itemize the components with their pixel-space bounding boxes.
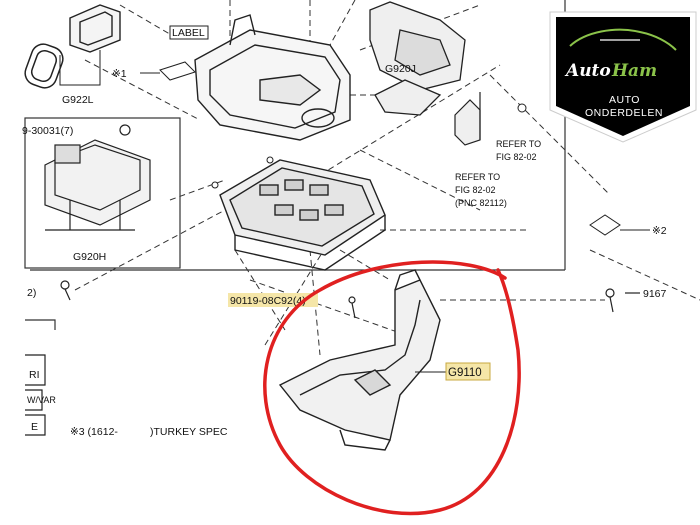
g920h-tray (44, 139, 151, 231)
logo-sub-auto: AUTO (609, 94, 640, 106)
autoham-logo: Auto Ham AUTO ONDERDELEN (549, 11, 697, 143)
legend-ri: RI (29, 369, 40, 381)
part-9167-label: 9167 (643, 288, 667, 300)
car-outline-icon (569, 28, 677, 51)
logo-brand-ham: Ham (611, 61, 657, 81)
legend-wvar: W/VAR (27, 395, 56, 405)
g922l-gasket (24, 43, 64, 89)
legend-e: E (31, 421, 38, 433)
note2-tag (589, 214, 650, 236)
highlight-g9110 (445, 362, 491, 381)
g920j-label: G920J (385, 63, 416, 75)
part-2-label: 2) (27, 287, 36, 299)
bolt-icon (211, 181, 219, 189)
g922l-label: G922L (62, 94, 94, 106)
red-highlight-circle (263, 260, 521, 516)
logo-sub-onderdelen: ONDERDELEN (585, 107, 663, 119)
label-tag-text: LABEL (172, 27, 205, 39)
inverter-assembly (219, 159, 386, 271)
top-left-bracket (69, 4, 121, 53)
turkey-spec-label: )TURKEY SPEC (150, 426, 228, 438)
g920h-label: G920H (73, 251, 106, 263)
cover-housing (194, 14, 351, 141)
g920j-connector (454, 92, 481, 146)
part-90119-label: 90119-08C92(4) (230, 295, 306, 307)
g9110-bracket (278, 269, 441, 451)
g920j-bracket (369, 1, 466, 116)
mid-bolts (60, 280, 640, 319)
logo-brand-auto: Auto (564, 61, 611, 81)
label-tag (140, 25, 209, 81)
part-9-30031-label: 9-30031(7) (22, 125, 73, 137)
highlight-90119 (228, 293, 318, 307)
bolt-icon (517, 103, 527, 113)
g9110-label: G9110 (448, 367, 482, 379)
refer2-line1: REFER TO (455, 172, 500, 182)
bolt-icon (266, 156, 274, 164)
refer1-line1: REFER TO (496, 139, 541, 149)
refer2-line2: FIG 82-02 (455, 185, 496, 195)
refer2-line3: (PNC 82112) (455, 198, 507, 208)
bolt-icon (119, 124, 131, 136)
g922l-leader (59, 50, 101, 86)
note2-label: ※2 (652, 225, 667, 237)
note3-label: ※3 (1612- (70, 426, 118, 438)
note1-label: ※1 (112, 68, 127, 80)
legend-boxes (25, 354, 46, 436)
refer1-line2: FIG 82-02 (496, 152, 537, 162)
